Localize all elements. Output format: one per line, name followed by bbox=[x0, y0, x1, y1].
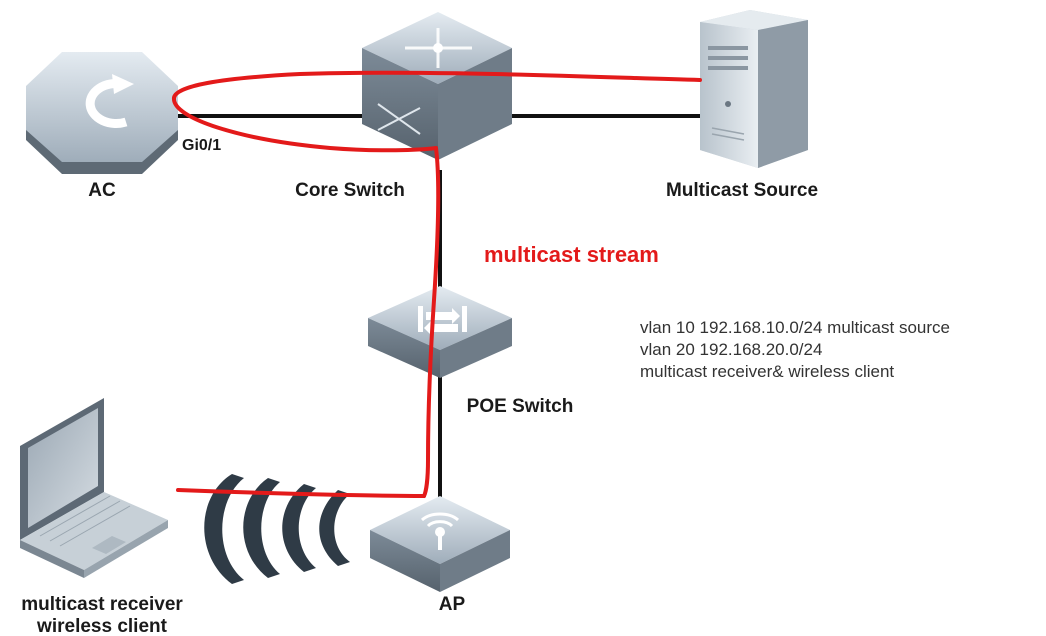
multicast-stream-label: multicast stream bbox=[484, 242, 659, 267]
stream-ac-to-core bbox=[172, 96, 438, 153]
poe-switch-icon bbox=[368, 286, 512, 378]
multicast-source-label: Multicast Source bbox=[666, 180, 818, 201]
wireless-signal-icon bbox=[204, 474, 350, 584]
stream-ap-to-client bbox=[176, 488, 426, 498]
port-label-gi0-1: Gi0/1 bbox=[182, 137, 221, 154]
poe-switch-label: POE Switch bbox=[467, 396, 574, 417]
client-label-line1: multicast receiver bbox=[21, 594, 183, 615]
ap-label: AP bbox=[439, 594, 466, 615]
core-switch-icon bbox=[362, 12, 512, 160]
vlan-info-block: vlan 10 192.168.10.0/24 multicast source… bbox=[640, 318, 950, 381]
stream-core-to-ap bbox=[422, 146, 441, 498]
ap-icon bbox=[370, 496, 510, 592]
multicast-stream-path bbox=[172, 70, 702, 498]
ac-controller-icon bbox=[26, 52, 178, 174]
ac-label: AC bbox=[88, 180, 116, 201]
core-switch-label: Core Switch bbox=[295, 180, 405, 201]
vlan-info-line-1: vlan 10 192.168.10.0/24 multicast source bbox=[640, 318, 950, 337]
client-label-line2: wireless client bbox=[36, 616, 168, 636]
laptop-icon bbox=[20, 398, 168, 578]
vlan-info-line-3: multicast receiver& wireless client bbox=[640, 362, 894, 381]
vlan-info-line-2: vlan 20 192.168.20.0/24 bbox=[640, 340, 822, 359]
multicast-source-server-icon bbox=[700, 10, 808, 168]
stream-source-to-ac bbox=[172, 70, 702, 100]
